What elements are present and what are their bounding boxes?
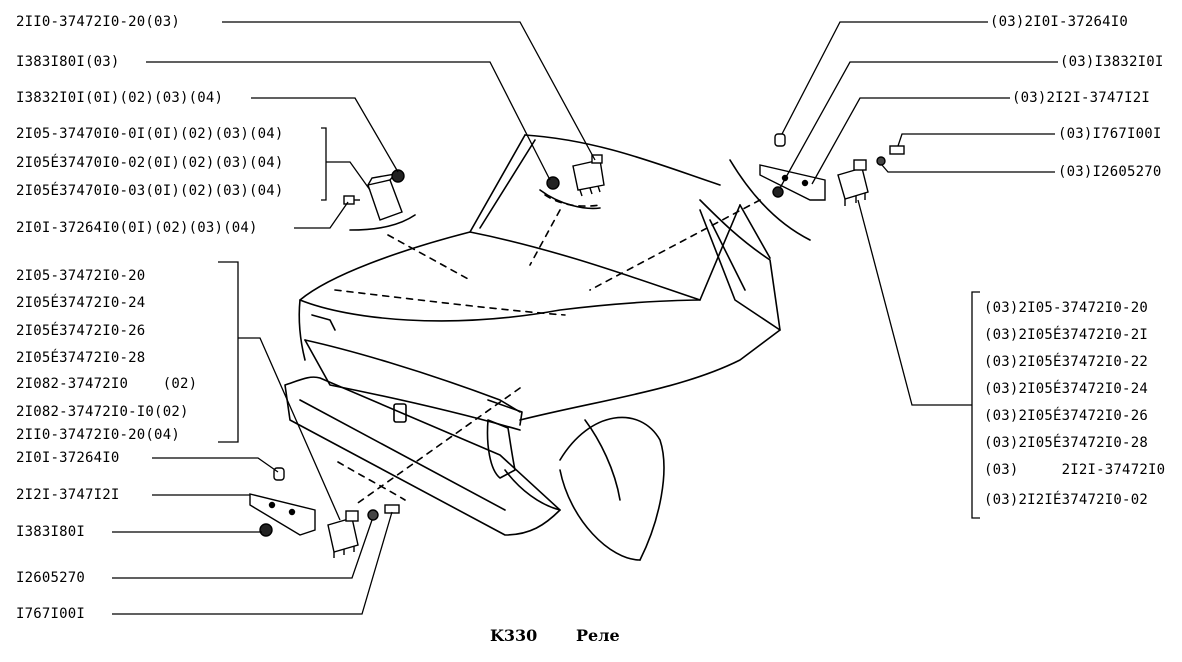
relay-center xyxy=(572,154,605,197)
label-mid-left-6: 2I082-37472I0-I0(02) xyxy=(16,404,189,420)
bracket-bottom-left xyxy=(249,493,316,536)
screw-bottom xyxy=(384,504,400,514)
label-top-right-1: (03)2I0I-37264I0 xyxy=(990,14,1129,30)
side-line xyxy=(699,209,781,331)
washer-bottom xyxy=(367,509,379,521)
caption-title: Реле xyxy=(576,626,620,645)
label-mid-left-1: 2I05-37472I0-20 xyxy=(16,268,146,284)
label-mid-right-7: (03) 2I2I-37472I0 xyxy=(984,462,1166,478)
nut-right xyxy=(772,186,784,198)
label-top-right-4: (03)I767I00I xyxy=(1058,126,1162,142)
fender xyxy=(519,199,781,421)
label-mid-right-1: (03)2I05-37472I0-20 xyxy=(984,300,1148,316)
label-bottom-left-1: 2I0I-37264I0 xyxy=(16,450,120,466)
nut-bottom-left xyxy=(259,523,273,537)
label-top-left-4: 2I05-37470I0-0I(0I)(02)(03)(04) xyxy=(16,126,284,142)
grille-top xyxy=(304,339,521,413)
label-bottom-left-3: I383I80I xyxy=(16,524,86,540)
bolt-right-top xyxy=(774,133,786,147)
label-mid-left-7: 2II0-37472I0-20(04) xyxy=(16,427,180,443)
label-mid-right-8: (03)2I2IÉ37472I0-02 xyxy=(984,492,1148,508)
bracket-right xyxy=(759,164,826,201)
bolt-top-left xyxy=(343,195,360,205)
nut-top-left xyxy=(391,169,405,183)
emblem xyxy=(393,403,407,423)
label-mid-right-5: (03)2I05É37472I0-26 xyxy=(984,408,1148,424)
label-top-left-5: 2I05É37470I0-02(0I)(02)(03)(04) xyxy=(16,155,284,171)
caption-code: K330 xyxy=(490,626,538,645)
label-top-left-6: 2I05É37470I0-03(0I)(02)(03)(04) xyxy=(16,183,284,199)
label-bottom-left-5: I767I00I xyxy=(16,606,86,622)
label-top-left-7: 2I0I-37264I0(0I)(02)(03)(04) xyxy=(16,220,258,236)
headlight xyxy=(486,419,516,479)
label-mid-left-5: 2I082-37472I0 (02) xyxy=(16,376,198,392)
label-mid-right-4: (03)2I05É37472I0-24 xyxy=(984,381,1148,397)
relay-top-left xyxy=(367,172,403,221)
car-roof-line xyxy=(524,134,721,186)
label-mid-left-4: 2I05É37472I0-28 xyxy=(16,350,146,366)
hood xyxy=(299,231,701,322)
label-mid-left-3: 2I05É37472I0-26 xyxy=(16,323,146,339)
label-top-left-1: 2II0-37472I0-20(03) xyxy=(16,14,180,30)
label-top-left-3: I3832I0I(0I)(02)(03)(04) xyxy=(16,90,224,106)
relay-right xyxy=(837,159,869,206)
label-top-right-2: (03)I3832I0I xyxy=(1060,54,1164,70)
washer-right xyxy=(876,156,886,166)
relay-bottom xyxy=(327,510,359,558)
label-top-right-3: (03)2I2I-3747I2I xyxy=(1012,90,1151,106)
bumper xyxy=(284,376,561,536)
label-bottom-left-4: I2605270 xyxy=(16,570,86,586)
label-mid-right-2: (03)2I05É37472I0-2I xyxy=(984,327,1148,343)
label-mid-left-2: 2I05É37472I0-24 xyxy=(16,295,146,311)
label-top-right-5: (03)I2605270 xyxy=(1058,164,1162,180)
windshield xyxy=(469,134,741,301)
screw-right xyxy=(889,145,905,155)
label-top-left-2: I383I80I(03) xyxy=(16,54,120,70)
label-mid-right-3: (03)2I05É37472I0-22 xyxy=(984,354,1148,370)
label-mid-right-6: (03)2I05É37472I0-28 xyxy=(984,435,1148,451)
wheel-arch xyxy=(559,416,665,561)
label-bottom-left-2: 2I2I-3747I2I xyxy=(16,487,120,503)
